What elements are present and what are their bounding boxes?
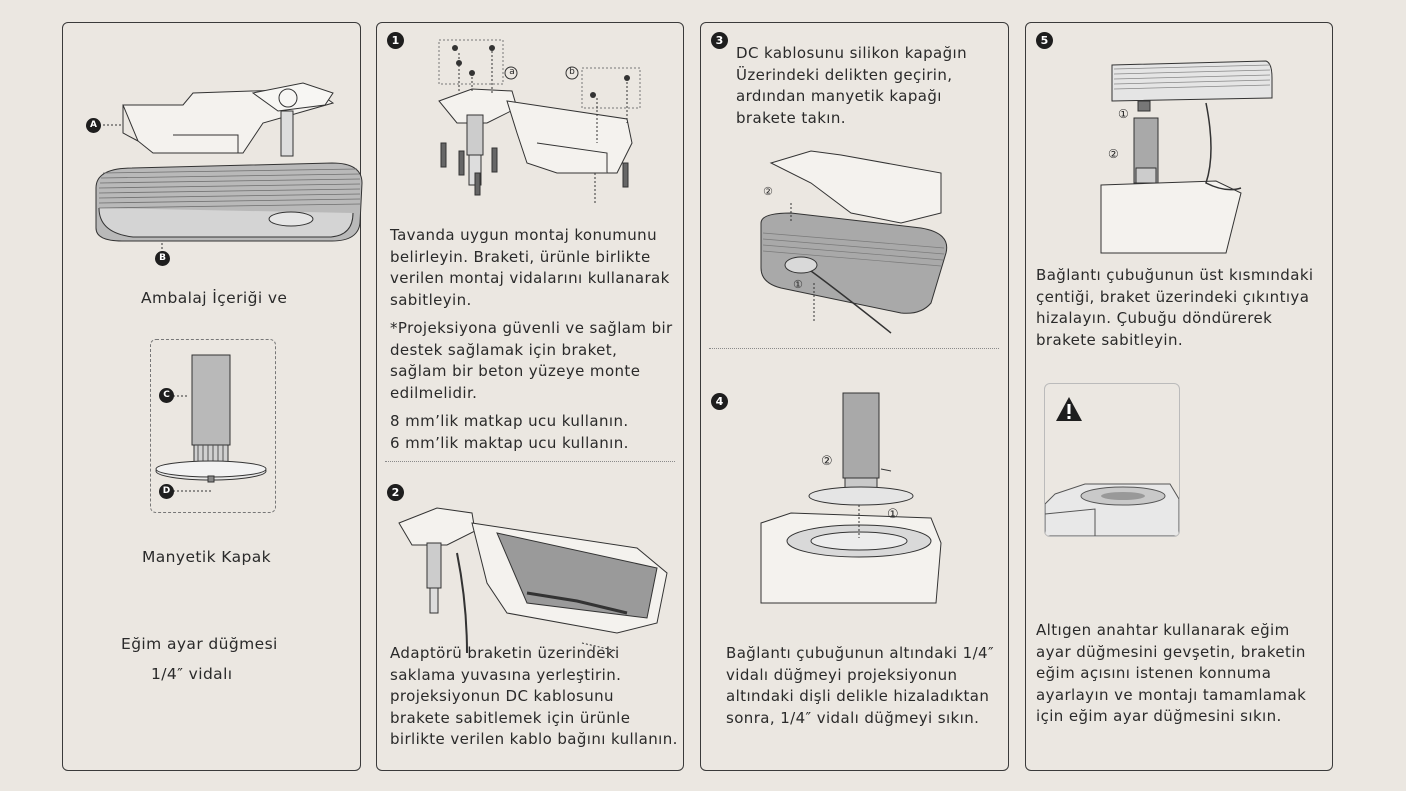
step-1-sub-a: a	[509, 67, 515, 77]
step-3-mark-1: ①	[793, 278, 803, 291]
label-d: D	[159, 484, 174, 499]
warning-triangle-icon	[1056, 397, 1082, 421]
step-4-mark-1: ①	[887, 507, 899, 522]
rod-dashed-frame	[150, 339, 276, 513]
step-5-attach-illustration	[1100, 60, 1273, 254]
warning-box	[1044, 383, 1180, 537]
step-4-rod-illustration	[760, 392, 942, 604]
step-1-mounting-illustration	[438, 39, 641, 205]
step-5-number: 5	[1036, 32, 1053, 49]
step-4-mark-2: ②	[821, 454, 833, 469]
step-1-drill-1: 8 mm’lik matkap ucu kullanın.	[390, 412, 629, 430]
step-3-number: 3	[711, 32, 728, 49]
step-5-mark-1: ①	[1118, 107, 1129, 121]
label-a: A	[86, 118, 101, 133]
step-1-number: 1	[387, 32, 404, 49]
step-2-text: Adaptörü braketin üzerindeki saklama yuv…	[390, 644, 678, 748]
step-3-text: DC kablosunu silikon kapağın Üzerindeki …	[736, 44, 968, 127]
step-5-text: Bağlantı çubuğunun üst kısmındaki çentiğ…	[1036, 266, 1314, 349]
warning-text: Altıgen anahtar kullanarak eğim ayar düğ…	[1036, 621, 1307, 725]
step-2-adapter-illustration	[398, 507, 668, 654]
step-1-sub-b: b	[569, 67, 575, 77]
step-5-mark-2: ②	[1108, 147, 1119, 161]
tilt-knob-illustration	[1045, 483, 1179, 536]
step-3-mark-2: ②	[763, 185, 773, 198]
contents-caption-3: Eğim ayar düğmesi	[121, 635, 278, 653]
step-4-text: Bağlantı çubuğunun altındaki 1/4″ vidalı…	[726, 644, 994, 727]
contents-caption-2: Manyetik Kapak	[142, 548, 271, 566]
connecting-rod-illustration	[155, 354, 267, 492]
step-5-panel: 5 ① ② Bağlantı çubuğunun üst kısmındaki …	[1025, 22, 1333, 771]
step-3-cover-illustration	[760, 150, 948, 334]
step-1-note: *Projeksiyona güvenli ve sağlam bir dest…	[390, 319, 673, 402]
steps-1-2-panel: 1 a b Tavanda uygun montaj konumunu beli…	[376, 22, 684, 771]
label-b: B	[155, 251, 170, 266]
label-c: C	[159, 388, 174, 403]
contents-caption-1: Ambalaj İçeriği ve	[141, 289, 288, 307]
package-contents-panel: A B Ambalaj İçeriği ve C D Manyetik Kapa…	[62, 22, 363, 771]
step-separator	[709, 348, 999, 349]
step-1-text: Tavanda uygun montaj konumunu belirleyin…	[390, 225, 678, 454]
contents-caption-4: 1/4″ vidalı	[151, 665, 233, 683]
step-4-number: 4	[711, 393, 728, 410]
step-2-number: 2	[387, 484, 404, 501]
bracket-and-cover-illustration	[95, 82, 363, 253]
step-separator	[385, 461, 675, 462]
step-1-drill-2: 6 mm’lik maktap ucu kullanın.	[390, 433, 629, 452]
steps-3-4-panel: 3 DC kablosunu silikon kapağın Üzerindek…	[700, 22, 1009, 771]
